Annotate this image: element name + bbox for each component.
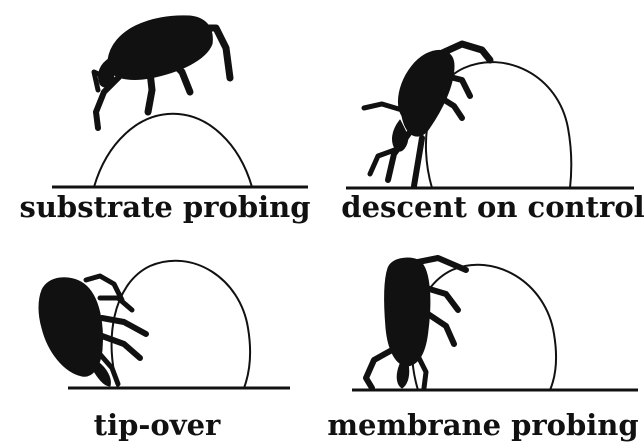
sphere-outline	[94, 114, 252, 187]
beetle-silhouette	[39, 276, 146, 386]
panel-membrane-probing: membrane probing	[322, 218, 644, 436]
beetle-on-sphere-icon	[0, 218, 322, 408]
panel-substrate-probing: substrate probing	[0, 0, 322, 218]
beetle-silhouette	[94, 16, 230, 128]
beetle-on-sphere-icon	[322, 218, 644, 408]
panel-descent-on-control: descent on control	[322, 0, 644, 218]
beetle-silhouette	[366, 258, 466, 388]
panel-tip-over: tip-over	[0, 218, 322, 436]
beetle-on-sphere-icon	[322, 0, 644, 190]
sphere-outline	[412, 265, 556, 390]
beetle-on-sphere-icon	[0, 0, 322, 190]
